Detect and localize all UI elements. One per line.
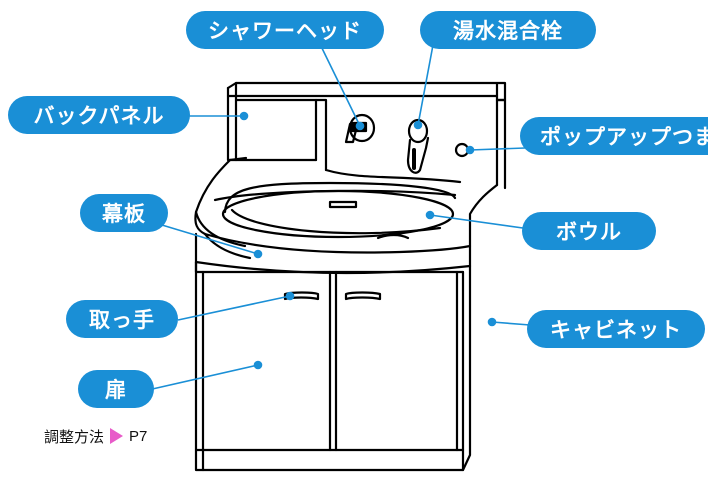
back-panel-drawing [226,81,507,190]
label-back-panel: バックパネル [8,96,190,134]
label-apron: 幕板 [80,194,168,232]
leader-popup [469,147,526,151]
label-cabinet: キャビネット [527,310,705,348]
pointer-arrow-icon [110,428,124,444]
cabinet-drawing [194,232,472,472]
label-popup-knob: ポップアップつまみ [520,117,708,155]
label-door: 扉 [78,370,154,408]
adjustment-reference[interactable]: 調整方法 P7 [44,425,147,447]
drain-drawing [328,200,358,209]
handles-drawing [283,291,382,301]
leader-door [147,364,259,391]
label-faucet: 湯水混合栓 [420,11,596,49]
leader-apron [151,221,259,255]
faucet-drawing [406,118,430,174]
leader-cabinet [491,321,531,326]
adjustment-reference-text: 調整方法 [44,427,105,446]
leader-shower-head [317,39,361,127]
basin-drawing [194,156,499,260]
leader-bowl [429,214,531,230]
label-shower-head: シャワーヘッド [186,11,384,49]
leader-lines [147,39,531,391]
leader-handle [177,295,291,321]
label-handle: 取っ手 [66,300,178,338]
label-bowl: ボウル [522,212,656,250]
leader-faucet [417,44,434,126]
adjustment-reference-page[interactable]: P7 [129,427,148,445]
